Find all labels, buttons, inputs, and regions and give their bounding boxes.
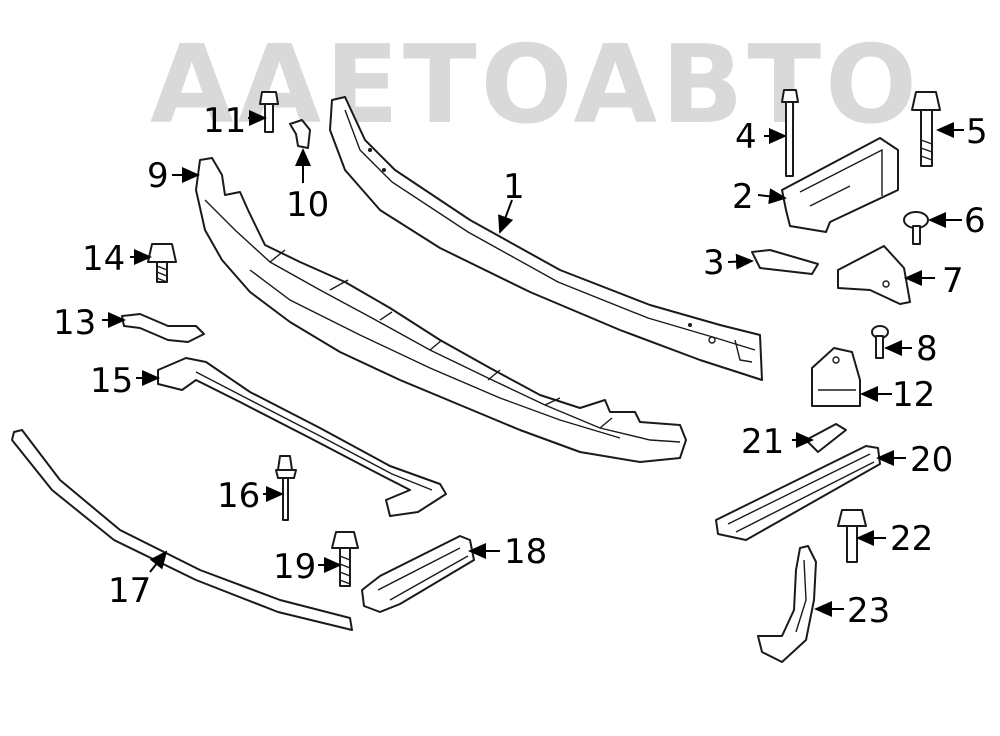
leader-1 (498, 199, 514, 234)
part-18-lower-bracket (361, 535, 475, 613)
callout-22: 22 (890, 519, 933, 559)
callout-16: 16 (217, 476, 260, 516)
callout-19: 19 (273, 547, 316, 587)
part-23-side-support (757, 545, 817, 663)
callout-20: 20 (910, 440, 953, 480)
callout-21: 21 (741, 422, 784, 462)
part-16-rivet (275, 455, 297, 521)
callout-numbers: 1 2 3 4 5 6 7 8 9 10 11 12 13 14 15 16 1… (53, 101, 988, 631)
part-21-clip (805, 423, 847, 453)
callout-9: 9 (147, 156, 169, 196)
callout-14: 14 (82, 239, 125, 279)
part-1-reinforcement-beam (329, 96, 763, 381)
leader-3 (727, 253, 754, 270)
part-22-bolt (837, 509, 867, 563)
part-14-bolt (147, 243, 177, 283)
callout-1: 1 (503, 167, 525, 207)
part-8-screw (871, 325, 889, 359)
callout-17: 17 (108, 571, 151, 611)
part-9-energy-absorber (195, 157, 687, 463)
callout-13: 13 (53, 303, 96, 343)
part-13-bracket (121, 313, 205, 343)
callout-10: 10 (286, 185, 329, 225)
part-12-bracket (811, 347, 861, 407)
leader-arrows (102, 110, 964, 617)
callout-7: 7 (942, 261, 964, 301)
callout-3: 3 (703, 243, 725, 283)
callout-23: 23 (847, 591, 890, 631)
callout-11: 11 (203, 101, 246, 141)
callout-2: 2 (732, 177, 754, 217)
part-6-flange-bolt (903, 211, 929, 245)
part-19-bolt (331, 531, 359, 587)
leader-17 (149, 550, 168, 573)
part-5-bolt (911, 91, 941, 167)
callout-12: 12 (892, 375, 935, 415)
part-2-mount-bracket (781, 137, 899, 233)
part-15-lower-stay (157, 357, 447, 517)
callout-15: 15 (90, 361, 133, 401)
callout-6: 6 (964, 201, 986, 241)
part-17-lower-strip (11, 429, 353, 631)
callout-4: 4 (735, 117, 757, 157)
callout-18: 18 (504, 532, 547, 572)
leader-2 (757, 188, 787, 205)
part-3-pad (751, 249, 819, 275)
part-7-plate (837, 245, 911, 305)
callout-5: 5 (966, 112, 988, 152)
callout-8: 8 (916, 329, 938, 369)
